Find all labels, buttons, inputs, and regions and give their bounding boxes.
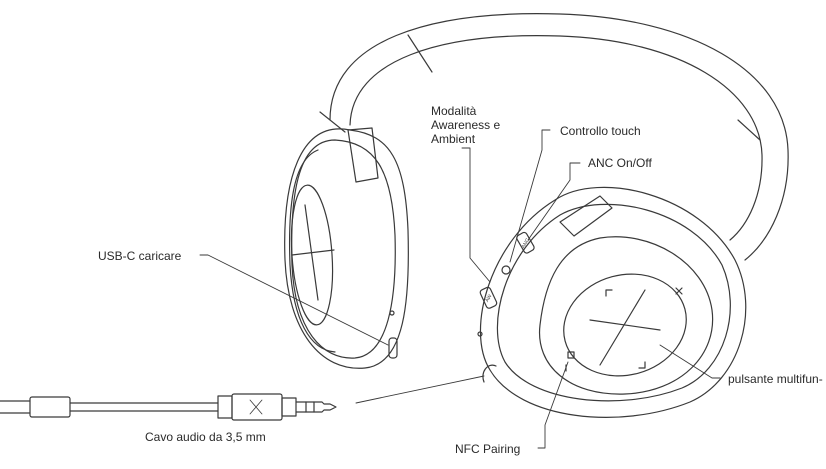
prev-track-icon [605,289,613,297]
awareness-leader [461,147,491,283]
svg-text:AW: AW [484,293,493,303]
cable-leader [355,375,485,404]
headband [319,13,789,261]
touch-control-label: Controllo touch [560,124,641,138]
anc-button [516,231,535,254]
next-track-icon [638,361,646,369]
awareness-label: Modalità Awareness e Ambient [431,104,501,146]
awareness-button [479,286,498,309]
usbc-label: USB-C caricare [98,249,182,263]
anc-leader [527,162,581,241]
nfc-icon [567,351,575,359]
right-earcup: AW ANC [477,186,747,418]
nfc-leader [537,361,569,449]
cable-label: Cavo audio da 3,5 mm [145,430,266,444]
audio-cable-drawing [0,393,337,421]
multifunction-label: pulsante multifun- [728,372,823,386]
multifunction-leader [659,344,721,379]
power-icon [501,265,511,275]
touch-leader [509,129,551,263]
anc-label: ANC On/Off [588,156,652,170]
usbc-leader [199,254,389,346]
svg-text:ANC: ANC [521,237,532,249]
left-earcup [284,127,409,369]
play-cross-icon [599,289,646,366]
nfc-label: NFC Pairing [455,442,521,456]
leader-lines [199,129,721,449]
